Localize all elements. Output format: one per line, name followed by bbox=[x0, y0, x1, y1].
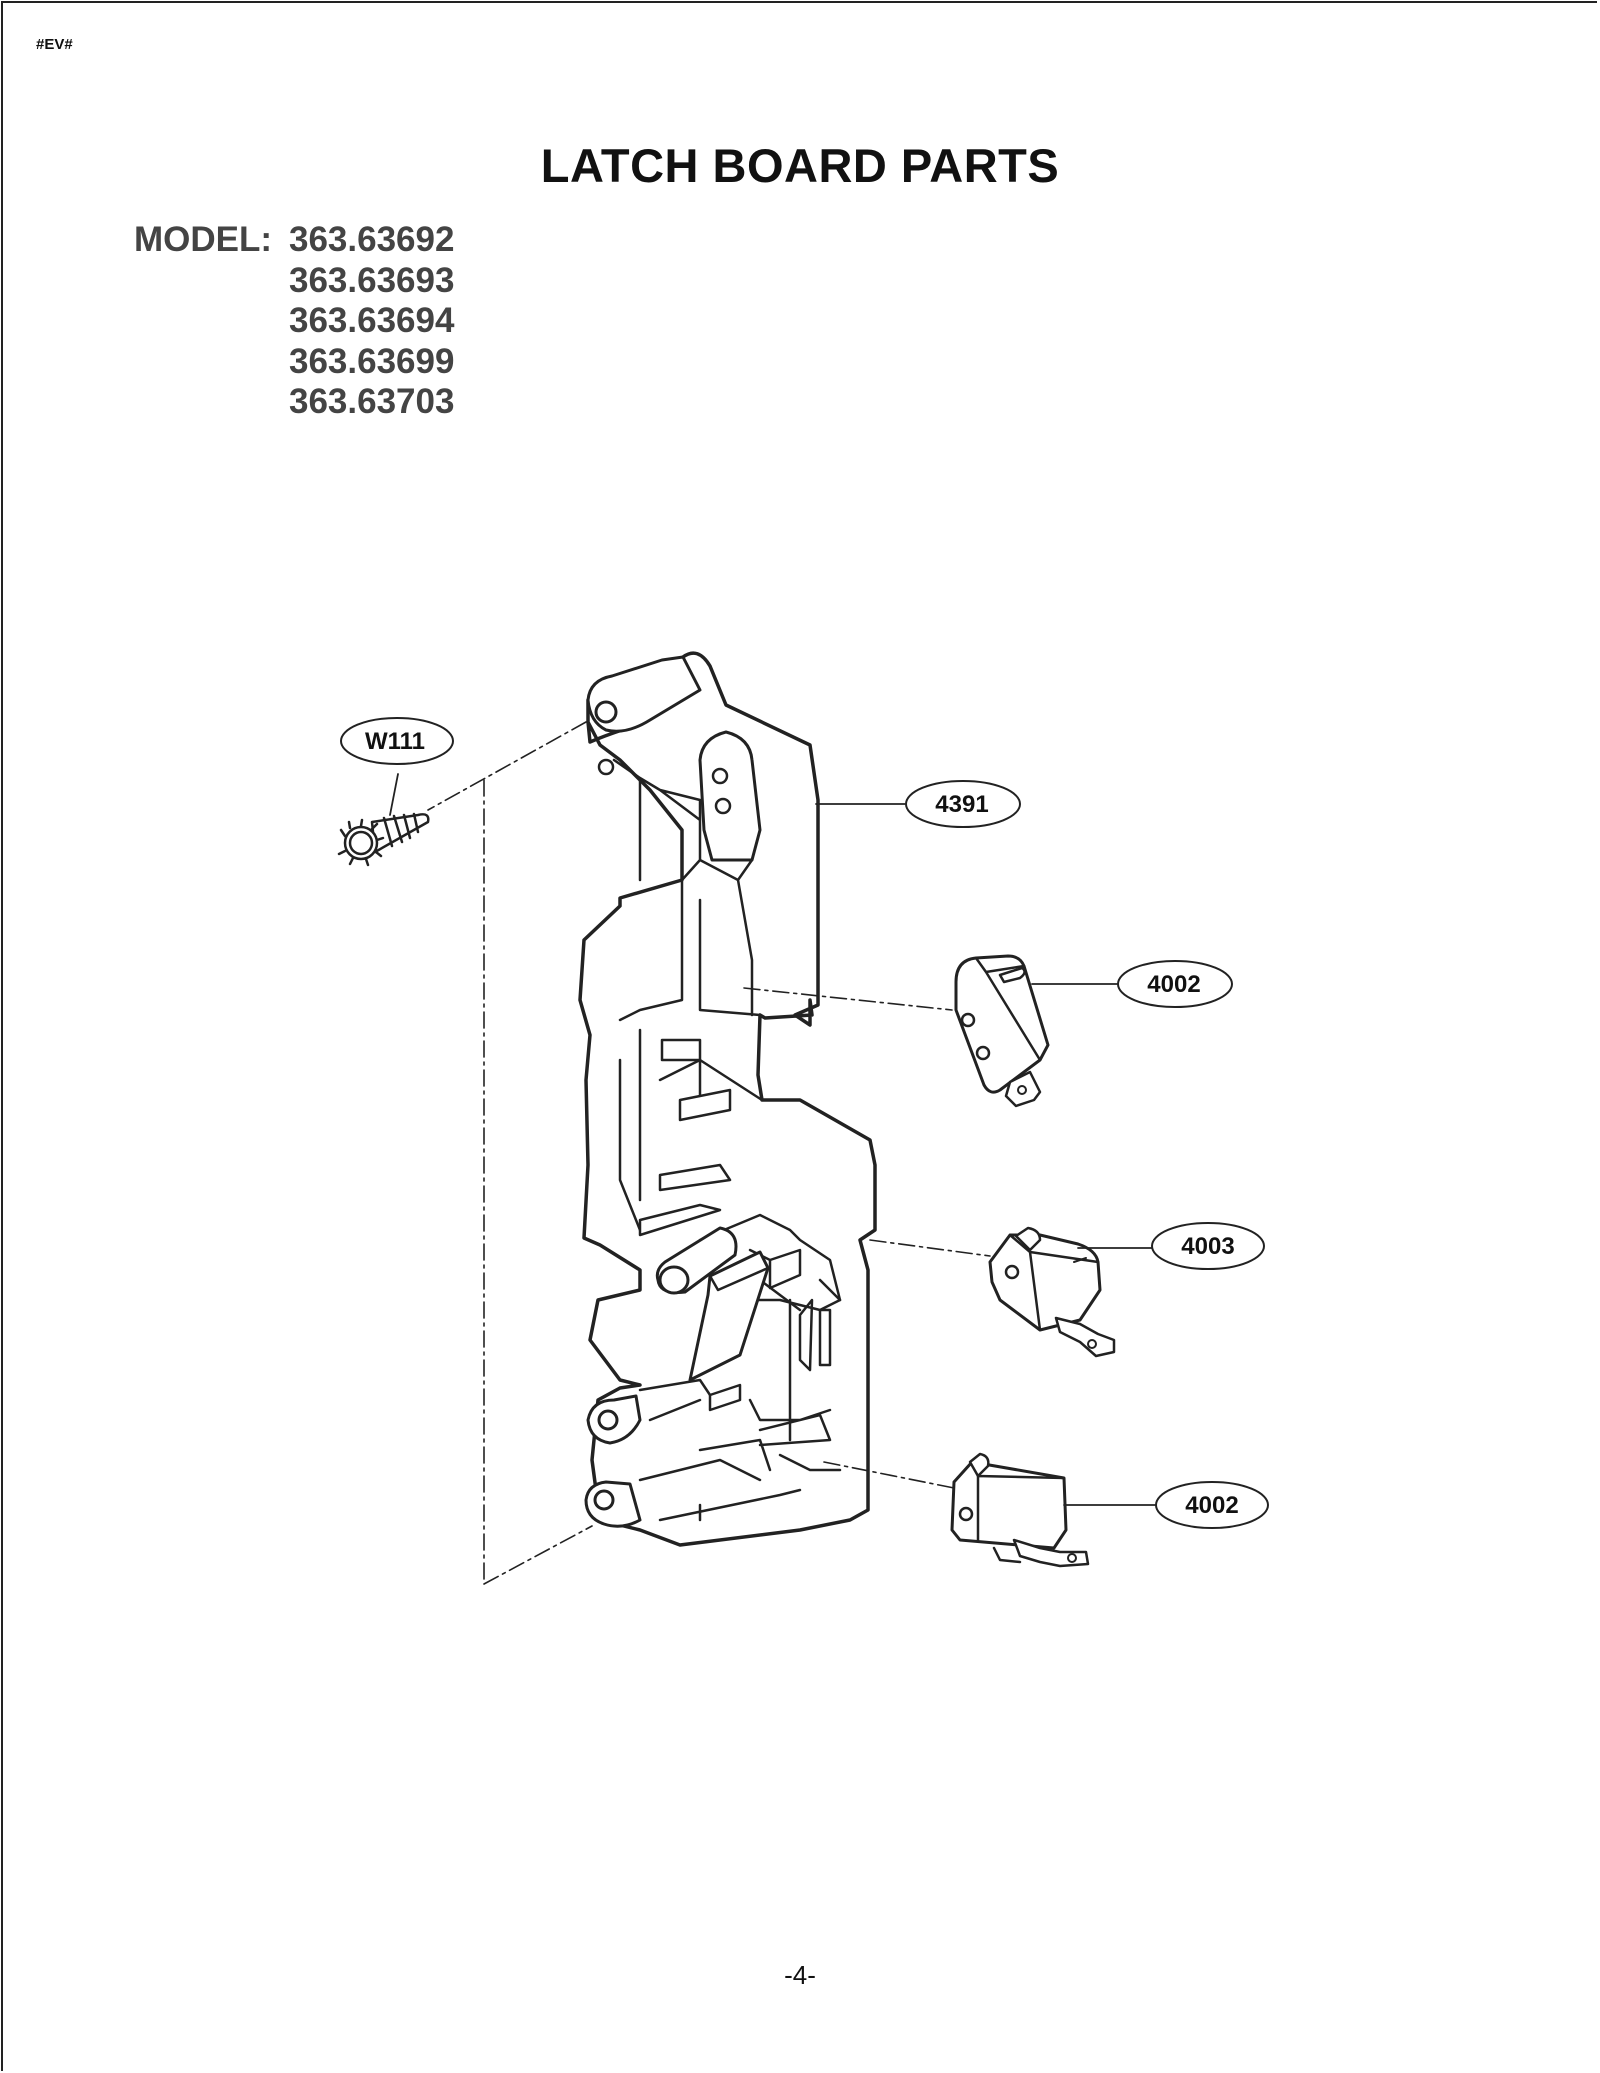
callout-label: 4002 bbox=[1185, 1492, 1238, 1519]
callout-label: 4391 bbox=[935, 791, 988, 818]
model-number: 363.63692 bbox=[289, 220, 455, 259]
callout-w111: W111 bbox=[340, 717, 454, 765]
microswitch-part-middle bbox=[988, 1226, 1116, 1358]
callout-label: 4003 bbox=[1181, 1233, 1234, 1260]
model-label: MODEL: bbox=[134, 220, 273, 259]
callout-bubble bbox=[1117, 960, 1233, 1008]
model-number-list: 363.63692 363.63693 363.63694 363.63699 … bbox=[289, 220, 454, 423]
screw-part bbox=[337, 812, 430, 867]
microswitch-part-upper bbox=[954, 954, 1050, 1108]
page-title: LATCH BOARD PARTS bbox=[540, 139, 1060, 192]
callout-bubble bbox=[1151, 1222, 1265, 1270]
callout-4391: 4391 bbox=[905, 780, 1021, 828]
callout-4002-upper: 4002 bbox=[1117, 960, 1233, 1008]
leader-lines bbox=[389, 773, 1161, 1506]
model-number: 363.63694 bbox=[289, 301, 455, 340]
callout-4003: 4003 bbox=[1151, 1222, 1265, 1270]
page-number: -4- bbox=[784, 1960, 816, 1990]
microswitch-part-lower bbox=[950, 1452, 1090, 1568]
latch-board-part bbox=[578, 651, 877, 1547]
callout-label: 4002 bbox=[1147, 971, 1200, 998]
callout-label: W111 bbox=[365, 728, 425, 755]
model-number: 363.63693 bbox=[289, 260, 455, 300]
callout-bubble bbox=[1155, 1481, 1269, 1529]
callout-bubble bbox=[905, 780, 1021, 828]
document-code: #EV# bbox=[36, 36, 73, 53]
callout-bubble bbox=[340, 717, 454, 765]
model-number: 363.63703 bbox=[289, 382, 455, 421]
assembly-lines bbox=[427, 721, 991, 1585]
model-number: 363.63699 bbox=[289, 341, 455, 381]
callout-4002-lower: 4002 bbox=[1155, 1481, 1269, 1529]
